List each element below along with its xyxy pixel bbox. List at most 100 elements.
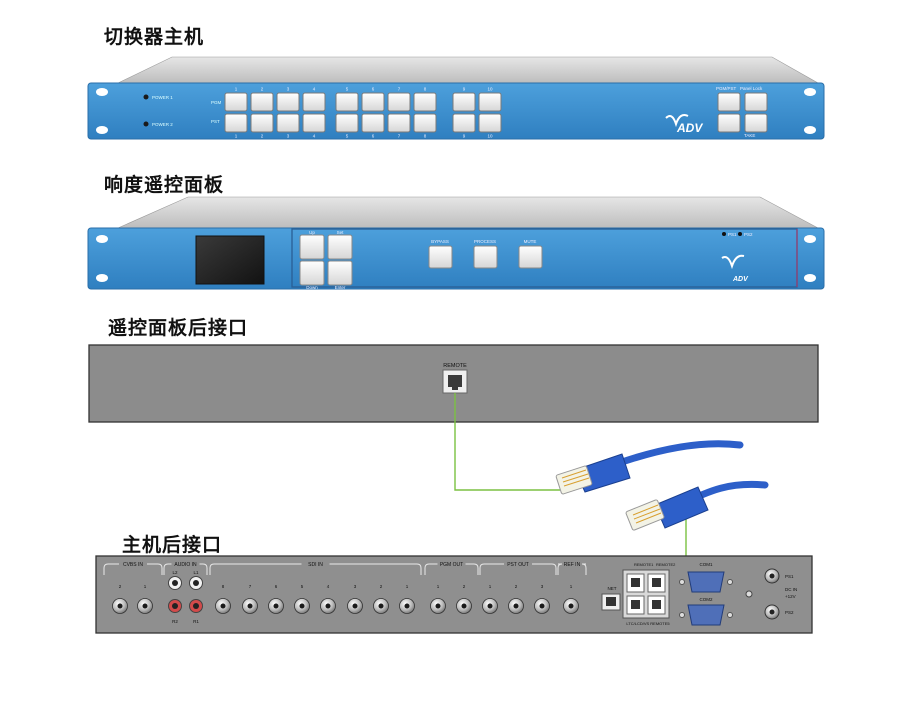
adv-logo-mark [721, 254, 745, 270]
pgm-button-7[interactable] [387, 92, 411, 112]
pst-number-label: 10 [487, 134, 493, 139]
panel-lock-label: Panel Lock [740, 86, 763, 91]
pst-number-label: 8 [424, 134, 427, 139]
pgm-button-3[interactable] [276, 92, 300, 112]
audio-r2-label: R2 [172, 619, 178, 624]
title-remote-panel: 响度遥控面板 [104, 174, 225, 196]
rack-hole [96, 126, 108, 134]
pst-number-label: 7 [398, 134, 401, 139]
pgm-button-9[interactable] [452, 92, 476, 112]
pst-out-bnc-number: 2 [515, 584, 518, 589]
panel-lock-button[interactable] [744, 92, 768, 112]
cvbs-in-bnc-number: 1 [144, 584, 147, 589]
group-label: PGM OUT [440, 562, 463, 568]
title-host-rear: 主机后接口 [122, 534, 223, 556]
take-label: TAKE [744, 133, 755, 138]
pst-button-10[interactable] [478, 113, 502, 133]
pgm-button-1[interactable] [224, 92, 248, 112]
rj45-port-block: NET REMOTE1 REMOTE2 LTC/LCD/VS REMOTE5 [601, 562, 676, 626]
set-button[interactable] [327, 234, 353, 260]
row-pst-label: PST [211, 119, 220, 124]
pgm-number-label: 9 [463, 87, 466, 92]
pst-button-1[interactable] [224, 113, 248, 133]
group-label: SDI IN [308, 562, 323, 568]
pgm-button-5[interactable] [335, 92, 359, 112]
remote-rear-panel: REMOTE [88, 344, 819, 423]
pst-out-bnc-number: 3 [541, 584, 544, 589]
pgm-pst-label: PGM/PST [716, 86, 737, 91]
up-label: Up [309, 230, 315, 235]
pgm-number-label: 7 [398, 87, 401, 92]
take-button[interactable] [744, 113, 768, 133]
audio-in-connectors: L2 L1 R2 R1 [168, 570, 203, 624]
remote-front-panel: Up Set Down Enter BYPASS PROCESS MUTE PS… [87, 196, 825, 290]
process-button[interactable] [473, 245, 498, 269]
set-label: Set [337, 230, 345, 235]
pst-button-6[interactable] [361, 113, 385, 133]
mute-button[interactable] [518, 245, 543, 269]
group-label: PST OUT [507, 562, 529, 568]
sdi-in-bnc-number: 2 [380, 584, 383, 589]
pgm-pst-button[interactable] [717, 92, 741, 112]
down-label: Down [306, 285, 318, 290]
pgm-button-2[interactable] [250, 92, 274, 112]
power2-label: POWER 2 [152, 122, 173, 127]
pgm-button-6[interactable] [361, 92, 385, 112]
com1-label: COM1 [699, 562, 712, 567]
process-label: PROCESS [474, 239, 496, 244]
group-bracket [424, 563, 479, 575]
remote-port-label: REMOTE [443, 363, 467, 369]
enter-button[interactable] [327, 260, 353, 286]
sdi-in-bnc-number: 6 [275, 584, 278, 589]
pst-number-label: 1 [235, 134, 238, 139]
group-label: CVBS IN [123, 562, 143, 568]
sdi-in-bnc-number: 1 [406, 584, 409, 589]
ps2-led-label: PS2 [744, 232, 753, 237]
pst-number-label: 9 [463, 134, 466, 139]
group-bracket [163, 563, 208, 575]
adv-logo: ADV [676, 121, 703, 135]
up-button[interactable] [299, 234, 325, 260]
cable-boot [654, 486, 709, 529]
pst-button-3[interactable] [276, 113, 300, 133]
pst-button-7[interactable] [387, 113, 411, 133]
pgm-button-4[interactable] [302, 92, 326, 112]
rack-hole [96, 88, 108, 96]
pst-out-bnc-number: 1 [489, 584, 492, 589]
switcher-front-panel: POWER 1 POWER 2 PGM PST 1122334455667788… [87, 56, 825, 140]
pgm-button-8[interactable] [413, 92, 437, 112]
rack-hole [804, 235, 816, 243]
bypass-button[interactable] [428, 245, 453, 269]
com-ports: COM1 COM2 [679, 562, 733, 626]
ps2-led [738, 232, 742, 236]
rack-hole [96, 235, 108, 243]
pgm-number-label: 1 [235, 87, 238, 92]
pgm-button-10[interactable] [478, 92, 502, 112]
group-label: REF IN [564, 562, 581, 568]
switcher-aux-button[interactable] [717, 113, 741, 133]
sdi-in-bnc-number: 8 [222, 584, 225, 589]
pgm-number-label: 8 [424, 87, 427, 92]
pst-button-2[interactable] [250, 113, 274, 133]
down-button[interactable] [299, 260, 325, 286]
link-line-remote [454, 393, 560, 491]
pst-button-9[interactable] [452, 113, 476, 133]
title-switcher-host: 切换器主机 [104, 26, 205, 48]
pgm-number-label: 6 [372, 87, 375, 92]
pst-button-5[interactable] [335, 113, 359, 133]
mute-label: MUTE [524, 239, 537, 244]
pst-number-label: 3 [287, 134, 290, 139]
pgm-number-label: 5 [346, 87, 349, 92]
pst-button-8[interactable] [413, 113, 437, 133]
pst-button-4[interactable] [302, 113, 326, 133]
pgm-out-bnc-number: 1 [437, 584, 440, 589]
rack-hole [804, 88, 816, 96]
sdi-in-bnc-number: 7 [249, 584, 252, 589]
ps1-led-label: PS1 [728, 232, 737, 237]
pst-number-label: 2 [261, 134, 264, 139]
audio-l1-label: L1 [193, 570, 199, 575]
adv-logo: ADV [732, 276, 749, 283]
lcd-screen [195, 235, 265, 285]
